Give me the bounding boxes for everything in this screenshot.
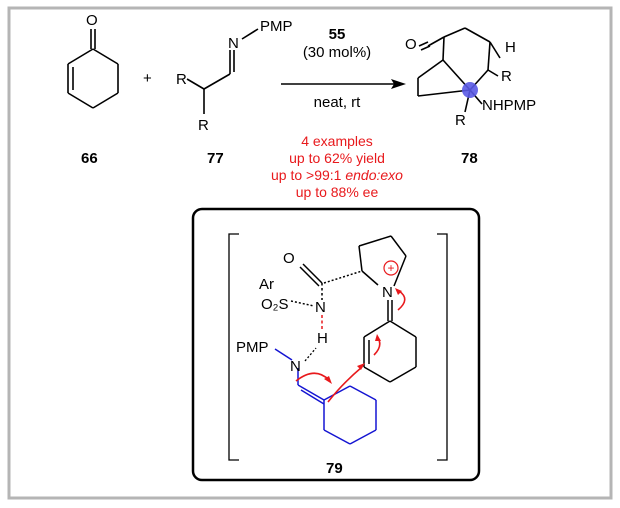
ts-pmp: PMP — [236, 339, 269, 356]
compound-66-structure — [67, 29, 119, 109]
stereocenter-highlight — [462, 82, 478, 98]
transition-state-label: 79 — [326, 460, 343, 477]
transition-state-panel — [191, 207, 481, 482]
reaction-arrow — [281, 79, 406, 89]
positive-charge-symbol: + — [387, 261, 394, 275]
ts-catalyst-skeleton — [290, 235, 417, 383]
compound-66-oxygen: O — [86, 12, 98, 29]
ts-aryl: Ar — [259, 276, 274, 293]
compound-66-label: 66 — [81, 150, 98, 167]
compound-77-pmp: PMP — [260, 18, 293, 35]
compound-78-r1: R — [501, 68, 512, 85]
transition-state-brackets — [228, 233, 448, 461]
n-h-interaction — [304, 347, 317, 362]
results-ee: up to 88% ee — [296, 184, 379, 200]
compound-77-structure — [186, 28, 259, 114]
compound-77-r1: R — [176, 71, 187, 88]
ts-carbonyl-oxygen: O — [283, 250, 295, 267]
results-examples: 4 examples — [301, 133, 373, 149]
ts-enamine-nitrogen: N — [290, 358, 301, 375]
compound-77-nitrogen: N — [228, 35, 239, 52]
results-endo-exo: up to >99:1 endo:exo — [271, 167, 403, 183]
positive-charge-icon — [383, 260, 399, 276]
compound-78-oxygen: O — [405, 36, 417, 53]
compound-78-r2: R — [455, 112, 466, 129]
catalyst-loading: (30 mol%) — [303, 44, 371, 61]
ts-arrowheads — [324, 288, 402, 384]
ts-hydrogen: H — [317, 330, 328, 347]
plus-sign: + — [143, 70, 152, 87]
compound-78-label: 78 — [461, 150, 478, 167]
ts-sulfonyl: O₂S — [261, 296, 289, 313]
catalyst-number: 55 — [329, 26, 346, 43]
ts-pyrrolidinium-nitrogen: N — [382, 284, 393, 301]
compound-77-label: 77 — [207, 150, 224, 167]
compound-78-nhpmp: NHPMP — [482, 97, 536, 114]
ts-enamine-fragment — [274, 348, 377, 445]
results-yield: up to 62% yield — [289, 150, 385, 166]
compound-78-hydrogen: H — [505, 39, 516, 56]
ts-amide-nitrogen: N — [315, 299, 326, 316]
compound-77-r2: R — [198, 117, 209, 134]
reaction-conditions: neat, rt — [314, 94, 362, 111]
